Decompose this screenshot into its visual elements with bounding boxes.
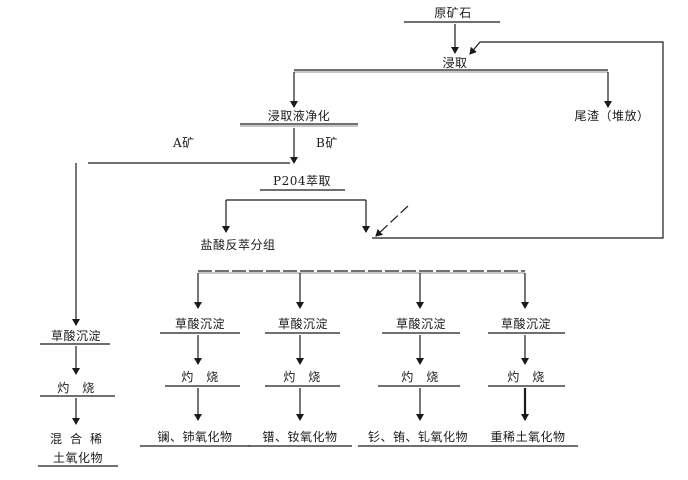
node-leaching: 浸取 <box>442 56 468 70</box>
node-prod-pr-nd-oxide: 镨、钕氧化物 <box>262 430 338 444</box>
node-residue: 尾渣（堆放） <box>574 109 650 123</box>
node-burn-left: 灼 烧 <box>57 381 95 395</box>
node-prod-mixed-line1: 混合稀 <box>49 432 111 446</box>
node-prod-mixed-line2: 土氧化物 <box>52 451 104 465</box>
node-prod-sm-eu-gd-oxide: 钐、铕、钆氧化物 <box>367 430 469 444</box>
node-ox-prec-left: 草酸沉淀 <box>50 329 102 343</box>
node-p204-extraction: P204萃取 <box>273 174 331 188</box>
node-ox-prec-1: 草酸沉淀 <box>174 317 226 331</box>
node-leach-purify: 浸取液净化 <box>267 109 331 123</box>
node-ox-prec-4: 草酸沉淀 <box>500 317 552 331</box>
node-ore-a: A矿 <box>173 136 195 150</box>
recycle-loop <box>372 41 664 239</box>
recycle-return-arrow <box>469 41 481 55</box>
node-prod-la-ce-oxide: 镧、铈氧化物 <box>157 430 233 444</box>
node-prod-heavy-re-oxide: 重稀土氧化物 <box>490 430 566 444</box>
node-ore-b: B矿 <box>316 136 338 150</box>
node-burn-3: 灼 烧 <box>401 370 439 384</box>
node-burn-1: 灼 烧 <box>181 370 219 384</box>
node-hcl-strip-group: 盐酸反萃分组 <box>200 238 276 252</box>
node-ox-prec-3: 草酸沉淀 <box>395 317 447 331</box>
node-raw-ore: 原矿石 <box>434 6 472 20</box>
node-ox-prec-2: 草酸沉淀 <box>277 317 329 331</box>
node-burn-2: 灼 烧 <box>283 370 321 384</box>
node-burn-4: 灼 烧 <box>507 370 545 384</box>
arrow-dashed-in <box>375 205 409 237</box>
